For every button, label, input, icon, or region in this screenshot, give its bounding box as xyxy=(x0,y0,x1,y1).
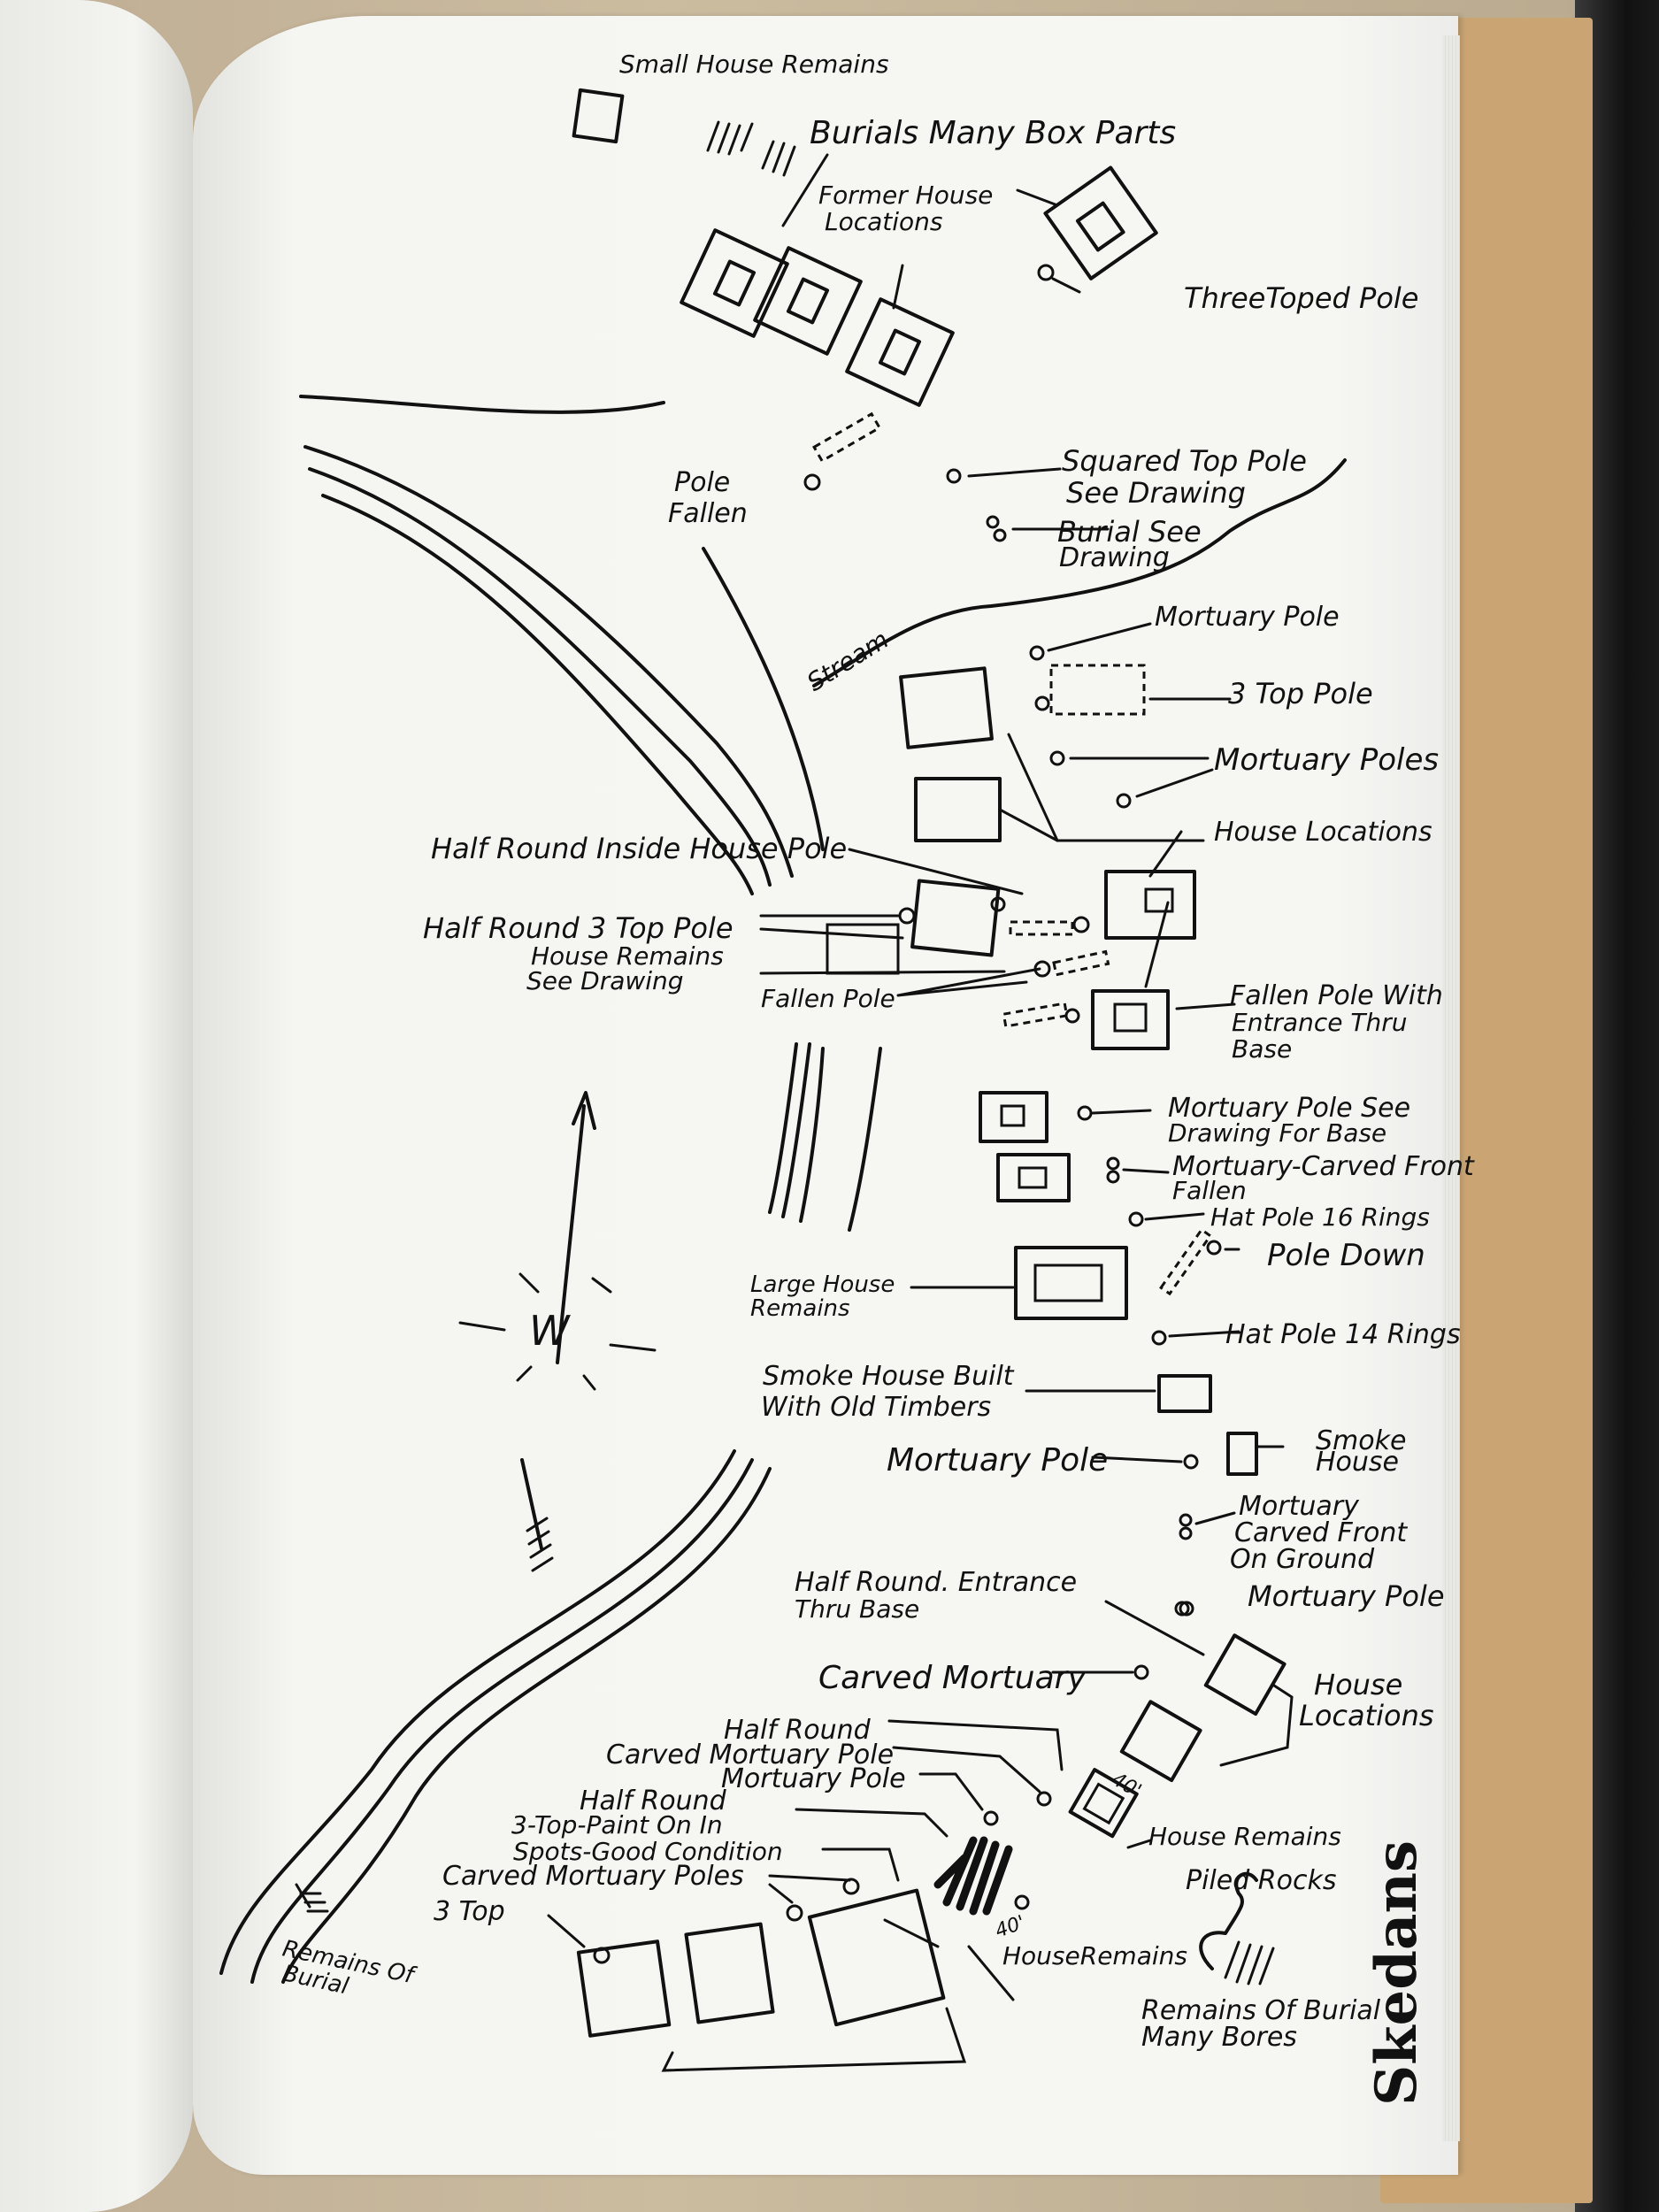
label-house-remains-see-2: See Drawing xyxy=(526,966,684,995)
label-small-house-remains: Small House Remains xyxy=(619,50,889,79)
label-smoke-house-built-1: Smoke House Built xyxy=(763,1361,1015,1392)
compass-w-label: W xyxy=(529,1307,571,1355)
label-hat-pole-16: Hat Pole 16 Rings xyxy=(1210,1202,1430,1232)
label-large-house-2: Remains xyxy=(750,1295,850,1322)
label-fallen-pole-entrance-1: Fallen Pole With xyxy=(1230,980,1443,1011)
label-former-house-2: Locations xyxy=(825,207,943,236)
label-half-round-entrance-2: Thru Base xyxy=(795,1594,919,1624)
label-pole-down: Pole Down xyxy=(1267,1238,1425,1273)
label-former-house-1: Former House xyxy=(818,180,993,210)
label-three-toped-pole: ThreeToped Pole xyxy=(1184,281,1418,315)
label-pole-fallen-1: Pole xyxy=(674,467,730,498)
label-three-top-pole: 3 Top Pole xyxy=(1228,677,1373,710)
label-stream: Stream xyxy=(802,625,894,697)
label-house-locations-low-2: Locations xyxy=(1299,1699,1434,1732)
mid-house-shapes xyxy=(827,668,1256,1474)
burials-hatch xyxy=(708,122,795,175)
label-house-remains-bottom: HouseRemains xyxy=(1002,1941,1187,1970)
label-remains-burial-bores-2: Many Bores xyxy=(1141,2022,1297,2053)
small-house-remains-shape xyxy=(574,90,623,142)
label-hat-pole-14: Hat Pole 14 Rings xyxy=(1225,1319,1461,1350)
label-mortuary-pole-low: Mortuary Pole xyxy=(1248,1579,1445,1613)
label-fallen-pole-entrance-2: Entrance Thru xyxy=(1232,1008,1407,1037)
label-smoke-house-2: House xyxy=(1316,1447,1399,1478)
label-mortuary-poles: Mortuary Poles xyxy=(1214,742,1439,778)
label-burial-see-2: Drawing xyxy=(1059,542,1170,573)
label-carved-front-fallen-2: Fallen xyxy=(1172,1176,1247,1205)
label-large-house-1: Large House xyxy=(750,1271,895,1298)
label-house-locations-low-1: House xyxy=(1314,1668,1402,1701)
label-forty-b: 40' xyxy=(993,1912,1029,1943)
label-mortuary-pole-see-2: Drawing For Base xyxy=(1168,1118,1386,1148)
label-pole-fallen-2: Fallen xyxy=(668,498,748,529)
label-carved-mortuary: Carved Mortuary xyxy=(818,1660,1087,1696)
three-toped-pole-marker xyxy=(1039,265,1053,280)
label-mortuary-pole-top: Mortuary Pole xyxy=(1155,602,1340,633)
label-half-round-inside: Half Round Inside House Pole xyxy=(431,832,847,865)
mid-pole-markers xyxy=(805,414,1220,1615)
label-fallen-pole-entrance-3: Base xyxy=(1232,1034,1292,1064)
label-squared-top-1: Squared Top Pole xyxy=(1062,444,1307,478)
label-half-round-entrance-1: Half Round. Entrance xyxy=(795,1567,1077,1598)
label-piled-rocks: Piled Rocks xyxy=(1186,1865,1337,1896)
label-half-round-3top: Half Round 3 Top Pole xyxy=(423,911,733,945)
label-carved-ground-3: On Ground xyxy=(1230,1544,1375,1575)
label-carved-mortuary-poles: Carved Mortuary Poles xyxy=(442,1861,744,1892)
signature-skedans: Skedans xyxy=(1363,1840,1430,2106)
label-mortuary-pole-b: Mortuary Pole xyxy=(721,1763,906,1794)
label-house-locations-top: House Locations xyxy=(1214,817,1432,848)
label-burials-box-parts: Burials Many Box Parts xyxy=(810,115,1176,151)
label-mortuary-pole-mid: Mortuary Pole xyxy=(887,1442,1108,1479)
label-three-top: 3 Top xyxy=(434,1896,505,1927)
label-squared-top-2: See Drawing xyxy=(1066,476,1246,510)
label-three-top-paint-1: 3-Top-Paint On In xyxy=(511,1810,723,1839)
label-fallen-pole: Fallen Pole xyxy=(761,984,895,1013)
label-forty-a: 40' xyxy=(1108,1769,1145,1803)
label-smoke-house-built-2: With Old Timbers xyxy=(761,1392,991,1423)
label-house-remains-right: House Remains xyxy=(1148,1822,1341,1851)
